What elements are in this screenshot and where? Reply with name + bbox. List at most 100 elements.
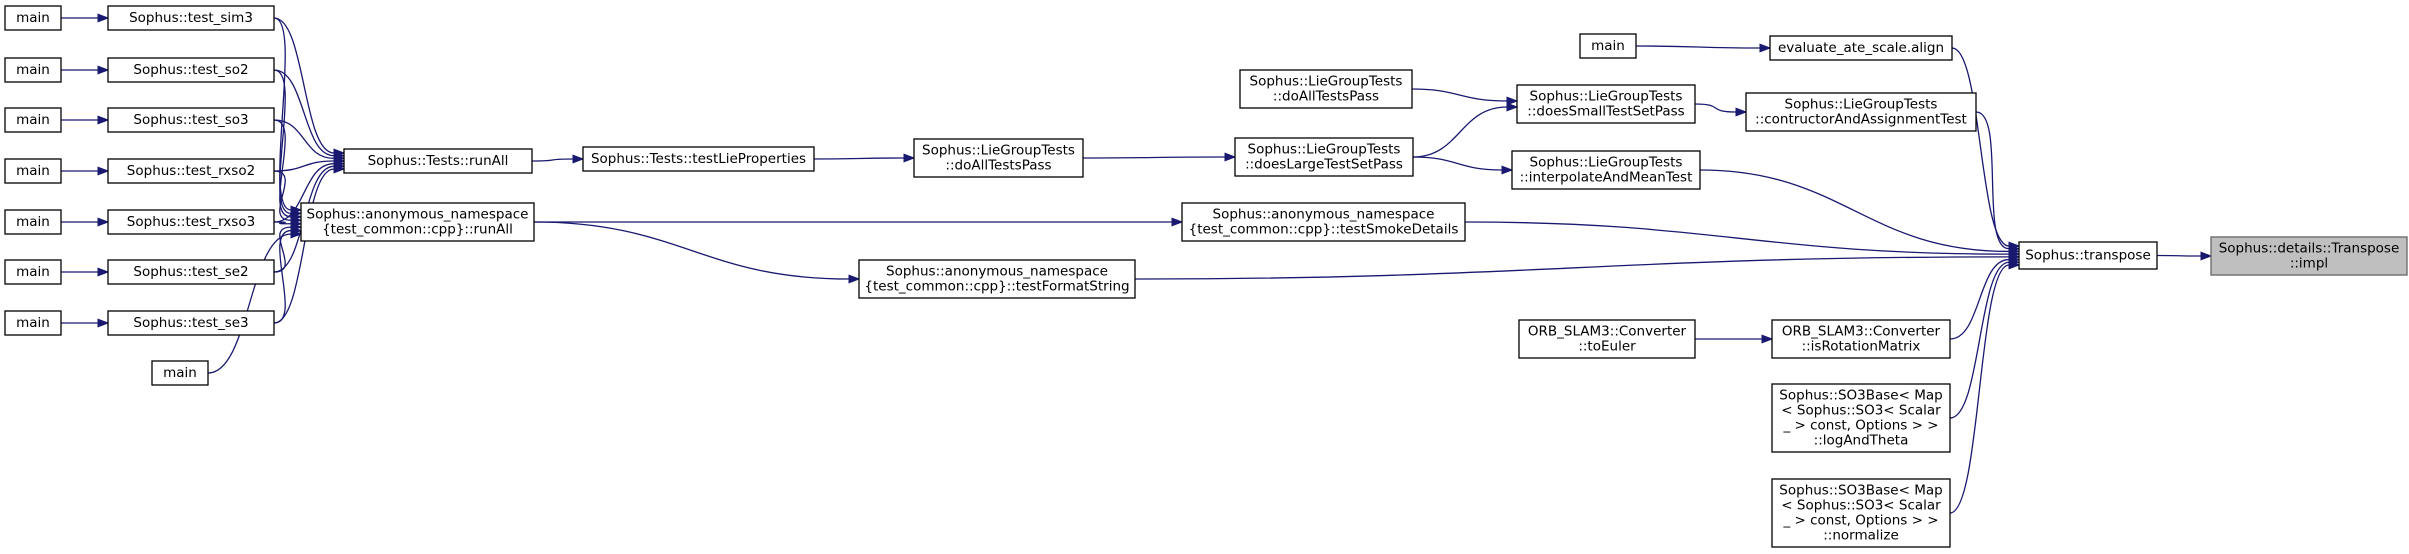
node-label-line: main	[16, 62, 50, 78]
node-label-line: Sophus::SO3Base< Map	[1779, 483, 1942, 499]
node-tests_runall[interactable]: Sophus::Tests::runAll	[343, 148, 533, 174]
node-test_se3[interactable]: Sophus::test_se3	[107, 310, 275, 336]
arrowhead-icon	[1735, 107, 1748, 117]
node-test_rxso2[interactable]: Sophus::test_rxso2	[107, 158, 275, 184]
node-box	[582, 146, 815, 172]
node-main_so3[interactable]: main	[4, 107, 62, 133]
node-label-line: main	[16, 214, 50, 230]
node-impl[interactable]: Sophus::details::Transpose::impl	[2210, 236, 2408, 276]
node-main_sim3[interactable]: main	[4, 5, 62, 31]
node-label-line: < Sophus::SO3< Scalar	[1781, 498, 1941, 514]
node-box	[107, 158, 275, 184]
edge-line	[1412, 106, 1508, 158]
node-main_rxso2[interactable]: main	[4, 158, 62, 184]
node-normalize[interactable]: Sophus::SO3Base< Map< Sophus::SO3< Scala…	[1771, 478, 1951, 548]
edge-main_eval-to-evaluate_align	[1635, 43, 1772, 53]
node-box	[4, 158, 62, 184]
edge-line	[273, 119, 292, 218]
arrowhead-icon	[97, 217, 110, 227]
node-interp[interactable]: Sophus::LieGroupTests::interpolateAndMea…	[1511, 150, 1701, 190]
node-box	[858, 259, 1136, 299]
node-test_rxso3[interactable]: Sophus::test_rxso3	[107, 209, 275, 235]
node-test_se2[interactable]: Sophus::test_se2	[107, 259, 275, 285]
node-to_euler[interactable]: ORB_SLAM3::Converter::toEuler	[1518, 319, 1696, 359]
node-label-line: Sophus::test_rxso2	[127, 163, 255, 179]
node-test_so3[interactable]: Sophus::test_so3	[107, 107, 275, 133]
edge-line	[813, 157, 905, 160]
arrowhead-icon	[97, 65, 110, 75]
edge-evaluate_align-to-transpose	[1951, 47, 2021, 251]
edge-line	[531, 158, 574, 162]
node-box	[913, 138, 1084, 178]
node-test_lie[interactable]: Sophus::Tests::testLieProperties	[582, 146, 815, 172]
node-anon_runall[interactable]: Sophus::anonymous_namespace{test_common:…	[300, 202, 535, 242]
node-main_se2[interactable]: main	[4, 259, 62, 285]
node-box	[107, 259, 275, 285]
node-main_se3[interactable]: main	[4, 310, 62, 336]
node-small_pass[interactable]: Sophus::LieGroupTests::doesSmallTestSetP…	[1516, 84, 1696, 124]
node-label-line: ::impl	[2290, 256, 2328, 272]
node-main_so2[interactable]: main	[4, 57, 62, 83]
edge-line	[1134, 256, 2010, 280]
node-main_runall[interactable]: main	[151, 360, 209, 386]
node-do_all_mid[interactable]: Sophus::LieGroupTests::doAllTestsPass	[913, 138, 1084, 178]
edge-line	[1951, 47, 2010, 247]
edge-to_euler-to-is_rot	[1695, 334, 1774, 344]
node-transpose[interactable]: Sophus::transpose	[2018, 241, 2158, 270]
node-smoke[interactable]: Sophus::anonymous_namespace{test_common:…	[1181, 202, 1466, 242]
node-test_so2[interactable]: Sophus::test_so2	[107, 57, 275, 83]
node-label-line: ORB_SLAM3::Converter	[1528, 324, 1687, 340]
node-do_all_left[interactable]: Sophus::LieGroupTests::doAllTestsPass	[1239, 69, 1413, 109]
edge-line	[273, 221, 292, 225]
node-is_rot[interactable]: ORB_SLAM3::Converter::isRotationMatrix	[1771, 319, 1951, 359]
node-label-line: ::doesLargeTestSetPass	[1245, 157, 1403, 173]
node-main_rxso3[interactable]: main	[4, 209, 62, 235]
edge-do_all_mid-to-large_pass	[1082, 152, 1237, 162]
node-box	[1745, 92, 1977, 132]
node-label-line: evaluate_ate_scale.align	[1778, 40, 1944, 56]
node-label-line: main	[16, 10, 50, 26]
arrowhead-icon	[97, 318, 110, 328]
edge-line	[1082, 156, 1226, 159]
edge-line	[1699, 169, 2010, 253]
node-label-line: Sophus::test_so3	[133, 112, 248, 128]
node-evaluate_align[interactable]: evaluate_ate_scale.align	[1769, 35, 1953, 61]
edge-do_all_left-to-small_pass	[1411, 88, 1519, 106]
node-box	[4, 57, 62, 83]
arrowhead-icon	[1759, 43, 1772, 53]
node-box	[4, 259, 62, 285]
node-box	[4, 107, 62, 133]
node-label-line: ::interpolateAndMeanTest	[1520, 170, 1693, 186]
node-box	[1771, 319, 1951, 359]
edge-line	[1412, 156, 1503, 171]
node-format[interactable]: Sophus::anonymous_namespace{test_common:…	[858, 259, 1136, 299]
arrowhead-icon	[1501, 165, 1514, 175]
node-main_eval[interactable]: main	[1579, 33, 1637, 59]
node-box	[1239, 69, 1413, 109]
node-label-line: {test_common::cpp}::testSmokeDetails	[1189, 222, 1459, 238]
edge-main_sim3-to-test_sim3	[61, 13, 110, 23]
node-label-line: Sophus::test_rxso3	[127, 214, 255, 230]
node-box	[107, 5, 275, 31]
node-label-line: ::doesSmallTestSetPass	[1527, 104, 1684, 120]
node-label-line: Sophus::anonymous_namespace	[886, 264, 1108, 280]
node-test_sim3[interactable]: Sophus::test_sim3	[107, 5, 275, 31]
node-label-line: {test_common::cpp}::testFormatString	[864, 279, 1129, 295]
edge-line	[1411, 88, 1508, 102]
node-label-line: Sophus::LieGroupTests	[922, 143, 1075, 159]
node-label-line: main	[1591, 38, 1625, 54]
node-box	[107, 209, 275, 235]
node-ctor_assign[interactable]: Sophus::LieGroupTests::contructorAndAssi…	[1745, 92, 1977, 132]
node-box	[1771, 478, 1951, 548]
edge-line	[273, 17, 292, 211]
node-large_pass[interactable]: Sophus::LieGroupTests::doesLargeTestSetP…	[1234, 137, 1414, 177]
edge-line	[1694, 103, 1737, 113]
node-log_theta[interactable]: Sophus::SO3Base< Map< Sophus::SO3< Scala…	[1771, 383, 1951, 453]
node-box	[4, 5, 62, 31]
node-label-line: Sophus::LieGroupTests	[1248, 142, 1401, 158]
edge-line	[273, 170, 292, 221]
node-box	[1234, 137, 1414, 177]
edge-line	[273, 69, 335, 157]
node-box	[107, 310, 275, 336]
arrowhead-icon	[903, 153, 916, 163]
